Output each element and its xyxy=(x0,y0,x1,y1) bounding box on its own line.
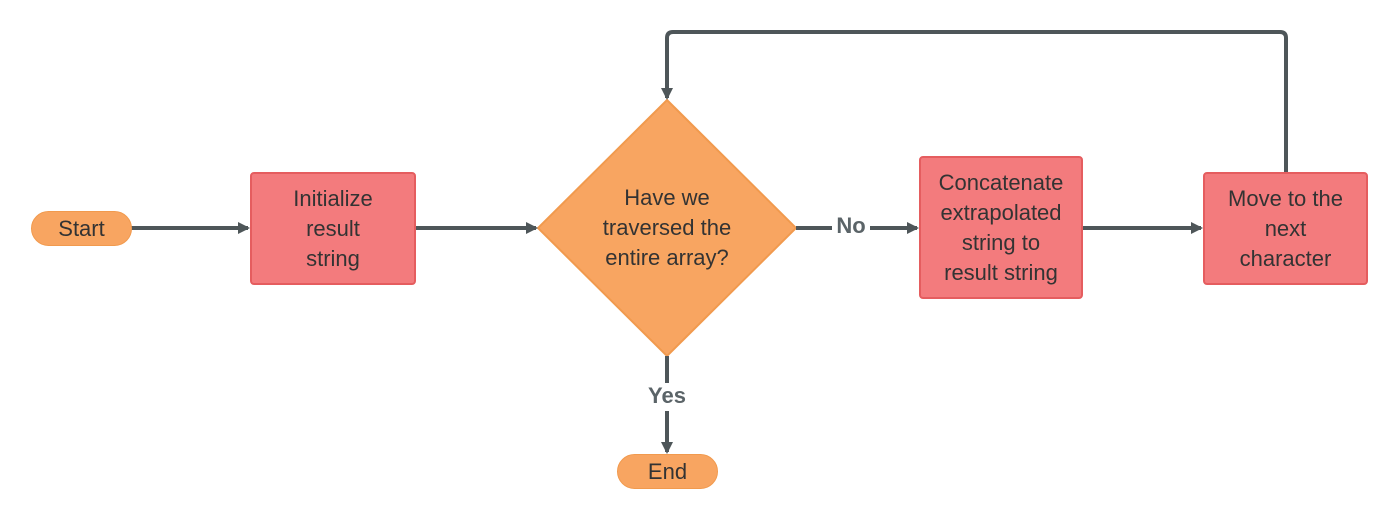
start-terminal: Start xyxy=(31,211,132,246)
initialize-process: Initialize result string xyxy=(250,172,416,285)
decision-text-box: Have we traversed the entire array? xyxy=(568,168,766,288)
yes-edge-label: Yes xyxy=(643,383,691,411)
next-character-process: Move to the next character xyxy=(1203,172,1368,285)
initialize-label: Initialize result string xyxy=(293,185,373,271)
end-label: End xyxy=(647,458,688,484)
next-character-label: Move to the next character xyxy=(1228,185,1343,271)
concatenate-process: Concatenate extrapolated string to resul… xyxy=(919,156,1083,299)
no-edge-label: No xyxy=(832,213,870,241)
start-label: Start xyxy=(58,215,105,241)
end-terminal: End xyxy=(617,454,718,489)
decision-label: Have we traversed the entire array? xyxy=(602,185,732,270)
edge-next-loop-to-decision xyxy=(661,30,1288,172)
concatenate-label: Concatenate extrapolated string to resul… xyxy=(938,169,1064,285)
